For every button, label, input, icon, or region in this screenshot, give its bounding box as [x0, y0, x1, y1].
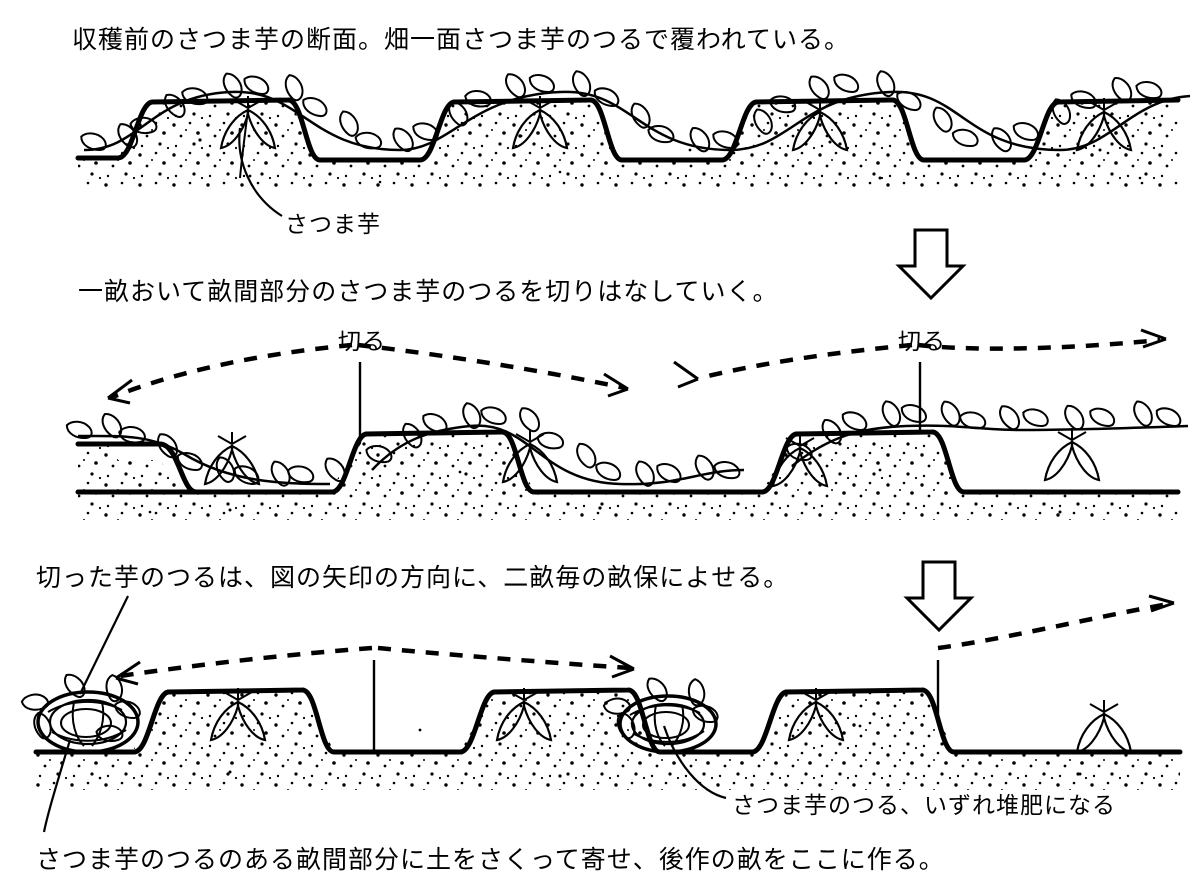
footer-caption: さつま芋のつるのある畝間部分に土をさくって寄せ、後作の畝をここに作る。 [36, 845, 945, 874]
panel-2-ridge-outline [75, 429, 1181, 495]
panel-1-soil [78, 100, 1178, 188]
panel-2-caption: 一畝おいて畝間部分のさつま芋のつるを切りはなしていく。 [78, 277, 779, 306]
cut-label-left: 切る [338, 329, 386, 355]
sweet-potato-callout-leader [238, 127, 283, 217]
panel-1-soil-specks [198, 134, 1142, 184]
panel-1-vine-mat [79, 69, 1191, 157]
panel-3-ridge-outline [33, 687, 1183, 755]
panel-3-soil-specks [98, 724, 1082, 780]
panel-3-potato-plants [209, 688, 1133, 754]
panel-2-soil [78, 432, 1178, 520]
panel-1-artwork [75, 69, 1191, 217]
panel-2-soil-specks [148, 468, 1062, 514]
vine-compost-callout-leader [662, 725, 727, 800]
panel-3-caption: 切った芋のつるは、図の矢印の方向に、二畝毎の畝保によせる。 [36, 563, 790, 592]
panel-2-potato-plants [203, 428, 1101, 488]
footer-caption-leader [42, 739, 72, 833]
panel-2-soil-left [78, 460, 180, 490]
step-arrow-2 [903, 560, 975, 633]
panel-3-artwork [19, 594, 1183, 833]
panel-1-caption: 収穫前のさつま芋の断面。畑一面さつま芋のつるで覆われている。 [72, 25, 851, 54]
panel-3-soil [36, 690, 1180, 790]
vine-bundle-middle [601, 676, 721, 754]
panel-1-ridge-outline [75, 97, 1181, 163]
panel-3-move-arrows [119, 601, 1169, 679]
sweet-potato-callout-label: さつま芋 [285, 212, 381, 238]
panel-2-move-arrows [109, 337, 1161, 401]
panel-2-vine-mat [64, 399, 1189, 490]
panel-2-arrowheads [107, 328, 1167, 405]
panel-2-artwork [64, 328, 1189, 520]
panel-3-caption-leader [79, 595, 129, 695]
vine-bundle-left [19, 672, 143, 754]
cut-label-right: 切る [898, 329, 946, 355]
step-arrow-1 [895, 228, 967, 301]
panel-1-potato-plants [219, 96, 1133, 179]
vine-compost-callout-label: さつま芋のつる、いずれ堆肥になる [732, 793, 1116, 819]
panel-3-arrowheads [115, 594, 1175, 686]
